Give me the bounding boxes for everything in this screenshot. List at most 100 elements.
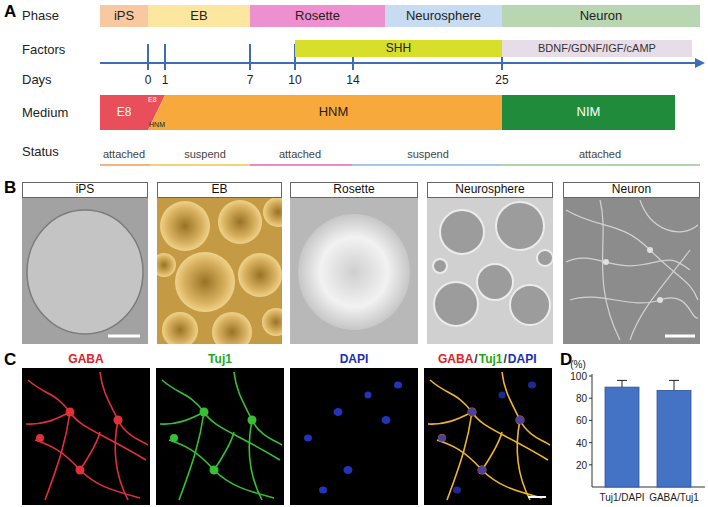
day-number: 7 (247, 74, 254, 87)
medium-transition-e8 (148, 95, 165, 130)
status-underline (352, 164, 500, 166)
status-underline (250, 164, 352, 166)
merged-somata (438, 408, 525, 475)
tick-label: 20 (576, 459, 587, 470)
day-number: 1 (162, 74, 169, 87)
phase-band-text: iPS (114, 9, 134, 23)
dapi-nuclei (304, 382, 402, 494)
micrograph-ips (22, 198, 148, 344)
image-header-text: Neuron (612, 183, 651, 196)
row-label: Factors (22, 43, 65, 57)
phase-band-text: EB (190, 9, 207, 23)
channel-label: DAPI (340, 353, 369, 366)
embryoid-body (262, 308, 282, 336)
merged-neurites (428, 372, 550, 500)
row-label: Medium (22, 106, 68, 120)
y-tick (589, 464, 592, 465)
neurite (570, 297, 698, 318)
tick-label: 60 (576, 415, 587, 426)
channel-label: GABA (68, 353, 103, 366)
status-text: attached (279, 148, 321, 160)
status-underline (150, 164, 250, 166)
gaba-neurites (26, 372, 148, 500)
factor-bar-text: BDNF/GDNF/IGF/cAMP (538, 42, 656, 54)
neurosphere (434, 282, 478, 326)
scale-bar (108, 335, 140, 338)
day-number: 14 (346, 74, 359, 87)
y-tick (589, 376, 592, 377)
y-tick (589, 420, 592, 421)
medium-bar-text: NIM (577, 105, 601, 119)
neurosphere (440, 210, 484, 254)
medium-bar: NIM (502, 95, 675, 130)
cell-body (603, 259, 609, 265)
image-header: Neurosphere (427, 182, 553, 198)
medium-transition-text: HNM (149, 121, 165, 129)
category-label: Tuj1/DAPI (599, 492, 644, 503)
neurite (566, 210, 698, 300)
phase-band-text: Neuron (580, 9, 623, 23)
ips-colony (27, 210, 143, 334)
neurosphere (496, 202, 544, 250)
panel-letter: C (4, 351, 16, 370)
channel-label: Tuj1 (479, 353, 503, 366)
fluorescence-tuj1 (156, 368, 284, 505)
status-text: attached (579, 148, 621, 160)
category-label: GABA/Tuj1 (649, 492, 699, 503)
phase-band-text: Rosette (295, 9, 340, 23)
channel-label: GABA (438, 353, 473, 366)
error-cap (617, 380, 627, 381)
micrograph-neurosphere (427, 198, 553, 344)
bar (605, 387, 639, 487)
row-label: Days (22, 73, 52, 87)
micrograph-neuron (563, 198, 700, 344)
neurite (566, 258, 690, 270)
channel-label: DAPI (508, 353, 537, 366)
error-cap (669, 380, 679, 381)
embryoid-body (218, 200, 262, 244)
embryoid-body (238, 253, 282, 297)
scale-bar (665, 335, 695, 338)
day-number: 0 (145, 74, 152, 87)
tick-label: 100 (570, 371, 587, 382)
day-tick (147, 44, 149, 70)
tuj1-neurites (160, 372, 282, 500)
embryoid-body (157, 253, 176, 277)
day-tick (249, 44, 251, 70)
image-header-text: Neurosphere (455, 183, 524, 196)
neurite (600, 200, 620, 340)
image-header: Rosette (290, 182, 418, 198)
day-tick (164, 44, 166, 70)
panel-letter: A (4, 3, 16, 22)
phase-band: iPS (100, 5, 148, 27)
status-text: suspend (407, 148, 449, 160)
tick-label: 40 (576, 437, 587, 448)
embryoid-body (212, 312, 252, 344)
phase-band-text: Neurosphere (406, 9, 481, 23)
image-header-text: EB (211, 183, 227, 196)
timeline-arrowhead (695, 58, 705, 68)
factor-bar-text: SHH (386, 42, 411, 55)
fluorescence-merge (424, 368, 552, 505)
neurite (640, 200, 698, 232)
y-tick (589, 442, 592, 443)
tuj1-somata (170, 408, 257, 475)
y-tick (589, 398, 592, 399)
channel-label: Tuj1 (208, 353, 232, 366)
neurosphere (537, 250, 553, 266)
error-bar (622, 380, 623, 387)
embryoid-body (160, 201, 210, 251)
medium-bar-text: HNM (319, 105, 349, 119)
timeline-axis (100, 62, 698, 64)
merged-nuclei (438, 382, 536, 494)
day-number: 25 (495, 74, 508, 87)
day-number: 10 (288, 74, 301, 87)
medium-transition: E8HNM (148, 95, 165, 130)
image-header: iPS (22, 182, 148, 198)
factor-bar: BDNF/GDNF/IGF/cAMP (502, 40, 692, 57)
neurosphere (510, 285, 550, 325)
row-label: Status (22, 145, 59, 159)
status-text: attached (103, 148, 145, 160)
neurosphere (433, 259, 447, 273)
